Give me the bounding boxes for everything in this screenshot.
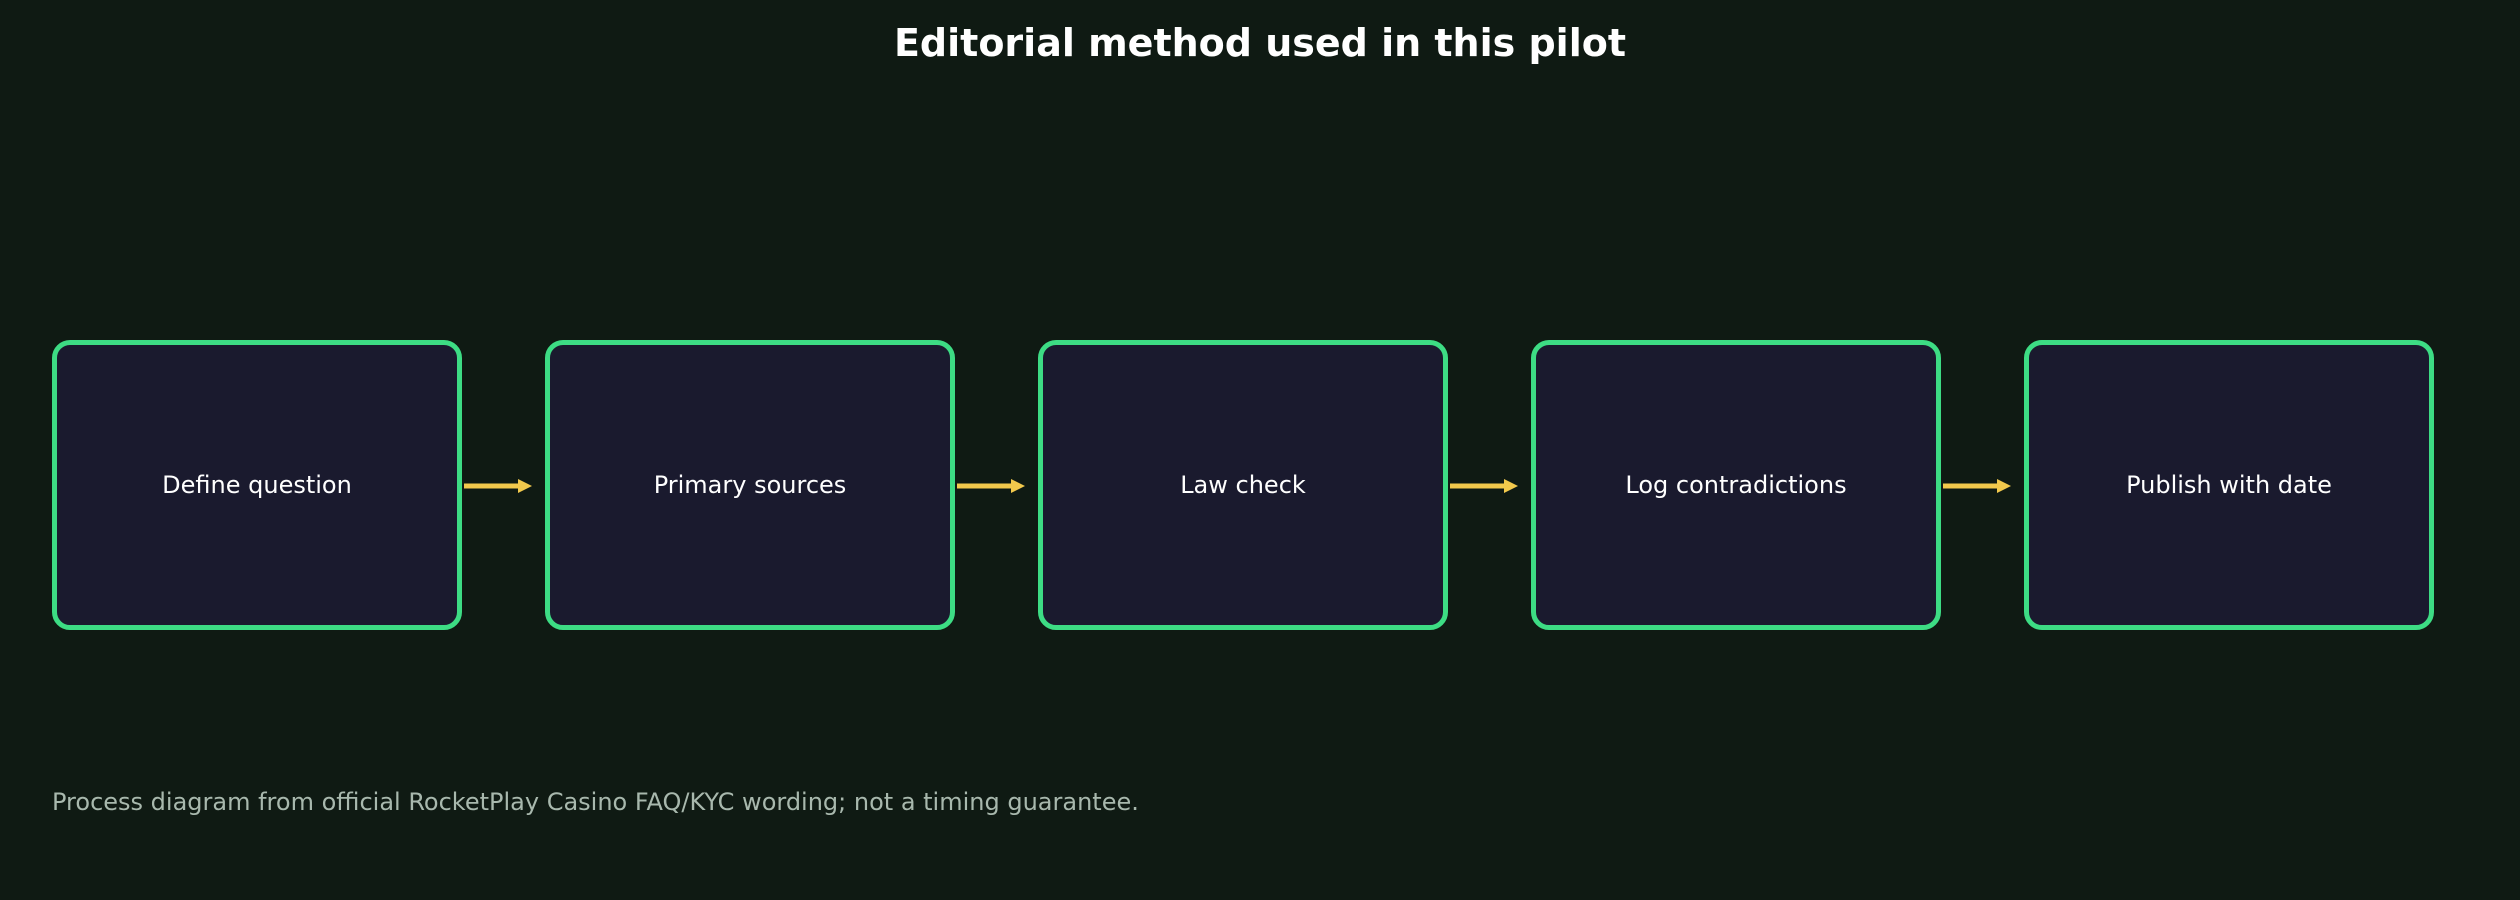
arrow-right-icon: [1450, 479, 1518, 493]
step-define-question: Define question: [52, 340, 462, 630]
footnote: Process diagram from official RocketPlay…: [52, 788, 1139, 816]
arrow-right-icon: [1943, 479, 2011, 493]
step-label: Log contradictions: [1625, 471, 1847, 499]
diagram-title: Editorial method used in this pilot: [893, 21, 1627, 65]
step-law-check: Law check: [1038, 340, 1448, 630]
step-label: Publish with date: [2126, 471, 2332, 499]
step-label: Define question: [162, 471, 352, 499]
step-log-contradictions: Log contradictions: [1531, 340, 1941, 630]
step-label: Primary sources: [653, 471, 847, 499]
step-label: Law check: [1180, 471, 1306, 499]
step-publish-with-date: Publish with date: [2024, 340, 2434, 630]
arrow-right-icon: [464, 479, 532, 493]
step-primary-sources: Primary sources: [545, 340, 955, 630]
arrow-right-icon: [957, 479, 1025, 493]
